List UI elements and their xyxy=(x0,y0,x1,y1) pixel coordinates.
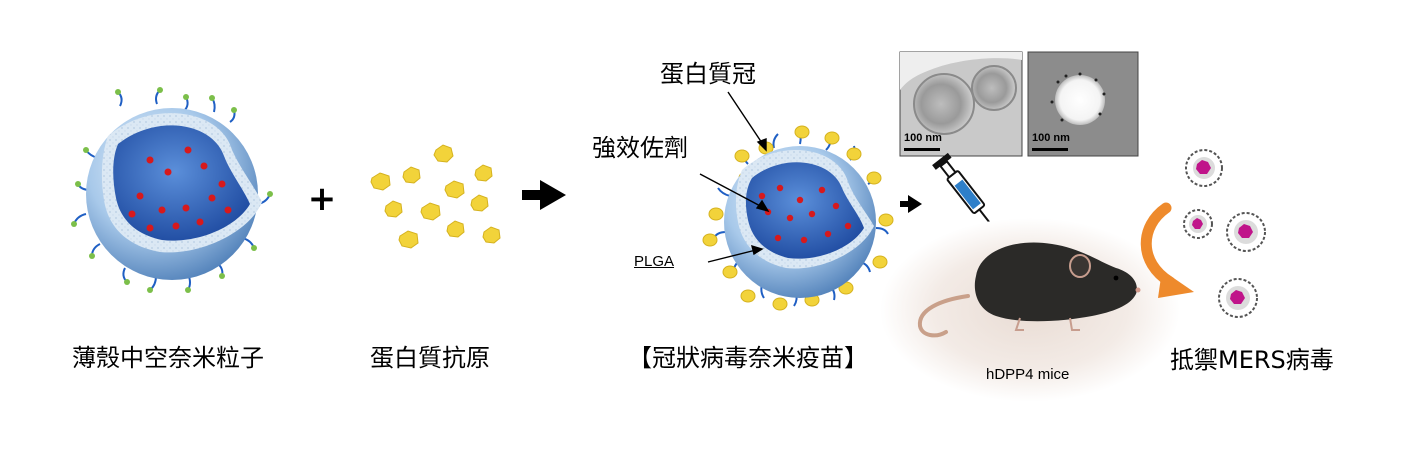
mouse-illustration xyxy=(917,242,1141,338)
mers-virus-2 xyxy=(1183,209,1213,239)
tem-image-2 xyxy=(1027,51,1139,157)
protein-antigen-cluster xyxy=(370,144,501,249)
vaccine-nanoparticle xyxy=(702,125,894,311)
mers-virus-1 xyxy=(1185,149,1223,187)
curved-arrow-icon xyxy=(1140,202,1194,298)
label-protein-corona: 蛋白質冠 xyxy=(660,60,756,88)
mers-virus-3 xyxy=(1226,212,1266,252)
label-plga: PLGA xyxy=(634,253,675,270)
label-hdpp4-mice: hDPP4 mice xyxy=(986,366,1070,383)
arrow-right-icon xyxy=(522,180,566,210)
syringe-icon xyxy=(932,152,993,226)
label-potent-adjuvant: 強效佐劑 xyxy=(592,134,688,162)
label-hollow-shell-nanoparticle: 薄殼中空奈米粒子 xyxy=(72,344,264,372)
arrow-right-small-icon xyxy=(900,195,922,213)
plus-sign: + xyxy=(308,179,337,219)
hollow-nanoparticle-left xyxy=(71,87,273,293)
tem-image-1 xyxy=(899,51,1023,157)
label-protein-antigen: 蛋白質抗原 xyxy=(370,344,490,372)
label-resist-mers-virus: 抵禦MERS病毒 xyxy=(1170,346,1334,374)
pointer-arrows xyxy=(699,91,770,263)
tem-scale-bar-label-2: 100 nm xyxy=(1032,132,1070,144)
mers-virus-4 xyxy=(1218,278,1258,318)
tem-scale-bar-label-1: 100 nm xyxy=(904,132,942,144)
label-coronavirus-vaccine: 【冠狀病毒奈米疫苗】 xyxy=(628,344,868,372)
